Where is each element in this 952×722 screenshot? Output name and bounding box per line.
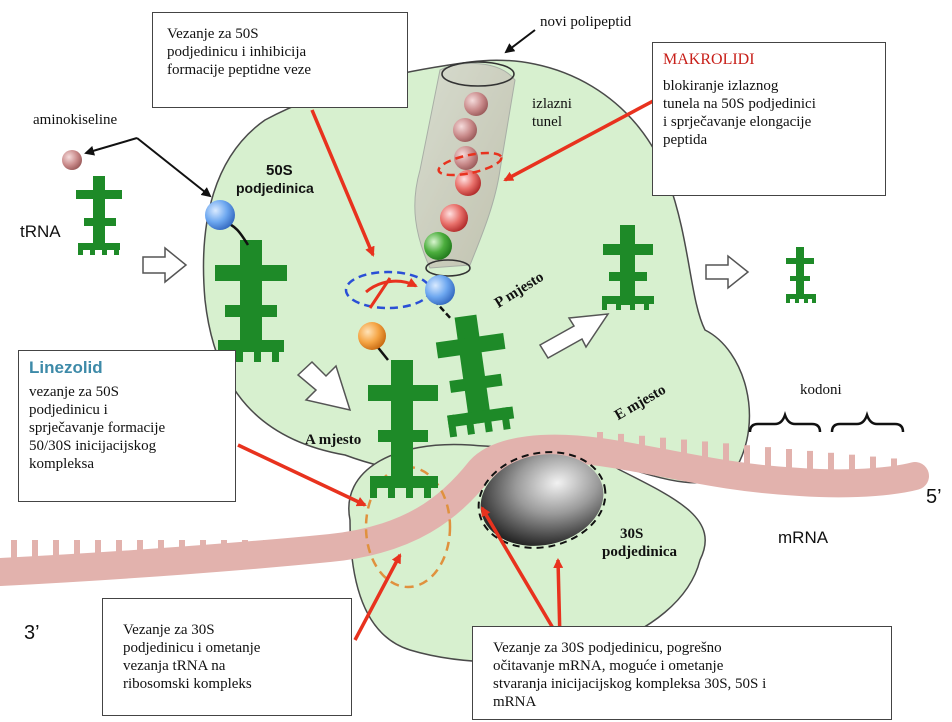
mrna-codon-tooth [702,441,708,461]
amino-acid-free [62,150,82,170]
label-izlazni: izlazni [532,96,572,113]
callout-line: podjedinicu i inhibicija [167,43,393,61]
callout-line: Vezanje za 30S podjedinicu, pogrešno [493,639,871,657]
callout-makrolidi: MAKROLIDI blokiranje izlaznog tunela na … [652,42,886,196]
mrna-codon-tooth [807,451,813,471]
label-50s: 50S [266,162,293,179]
label-kodoni: kodoni [800,382,842,399]
mrna-codon-tooth [765,447,771,467]
callout-line: blokiranje izlaznog [663,77,875,95]
trna-free-left [76,176,122,255]
mrna-codon-tooth [263,540,269,560]
codon-brackets [750,415,903,432]
label-30s: 30S [620,526,643,543]
callout-line: mRNA [493,693,871,711]
mrna-codon-tooth [137,540,143,560]
label-30s-podjedinica: podjedinica [602,544,677,561]
callout-line: podjedinicu i ometanje [123,639,331,657]
mrna-codon-tooth [828,453,834,473]
mrna-codon-tooth [74,540,80,560]
callout-50s-peptide-bond: Vezanje za 50S podjedinicu i inhibicija … [152,12,408,108]
mrna-codon-tooth [849,455,855,475]
mrna-codon-tooth [660,438,666,458]
mrna-codon-tooth [32,540,38,560]
callout-linezolid: Linezolid vezanje za 50S podjedinicu i s… [18,350,236,502]
label-tunel: tunel [532,114,562,131]
label-50s-podjedinica: podjedinica [236,180,314,196]
callout-line: vezanja tRNA na [123,657,331,675]
label-3-prime: 3’ [24,622,40,645]
mrna-codon-tooth [11,540,17,560]
callout-line: Vezanje za 30S [123,621,331,639]
callout-line: 50/30S inicijacijskog [29,437,225,455]
callout-line: vezanje za 50S [29,383,225,401]
mrna-codon-tooth [618,434,624,454]
mrna-codon-tooth [221,540,227,560]
mrna-codon-tooth [95,540,101,560]
mrna-codon-tooth [681,440,687,460]
mrna-codon-tooth [597,432,603,452]
callout-line: peptida [663,131,875,149]
callout-line: kompleksa [29,455,225,473]
mrna-codon-tooth [284,540,290,560]
mrna-codon-tooth [639,436,645,456]
mrna-codon-tooth [891,458,897,478]
mrna-codon-tooth [326,536,332,556]
mrna-codon-tooth [723,443,729,463]
callout-line: i sprječavanje elongacije [663,113,875,131]
callout-line: očitavanje mRNA, moguće i ometanje [493,657,871,675]
makrolidi-title: MAKROLIDI [663,51,875,69]
label-novi-polipeptid: novi polipeptid [540,14,631,31]
mrna-codon-tooth [870,457,876,477]
mrna-codon-tooth [305,539,311,559]
callout-line: ribosomski kompleks [123,675,331,693]
mrna-codon-tooth [347,533,353,553]
callout-30s-trna-binding: Vezanje za 30S podjedinicu i ometanje ve… [102,598,352,716]
callout-line: Vezanje za 50S [167,25,393,43]
label-a-mjesto: A mjesto [305,432,361,449]
label-trna: tRNA [20,222,61,242]
mrna-codon-tooth [179,540,185,560]
mrna-codon-tooth [116,540,122,560]
label-mrna: mRNA [778,528,828,548]
label-5-prime: 5’ [926,486,942,509]
callout-line: formacije peptidne veze [167,61,393,79]
label-aminokiseline: aminokiseline [33,112,117,129]
linezolid-title: Linezolid [29,359,225,377]
amino-acid-orange-a-site [358,322,386,350]
callout-line: stvaranja inicijacijskog kompleksa 30S, … [493,675,871,693]
mrna-codon-tooth [744,445,750,465]
mrna-codon-tooth [786,449,792,469]
callout-line: podjedinicu i [29,401,225,419]
mrna-codon-tooth [158,540,164,560]
amino-acid-blue-entering [205,200,235,230]
mrna-codon-tooth [53,540,59,560]
callout-line: sprječavanje formacije [29,419,225,437]
callout-30s-misreading: Vezanje za 30S podjedinicu, pogrešno oči… [472,626,892,720]
mrna-codon-tooth [242,540,248,560]
mrna-codon-tooth [200,540,206,560]
trna-leaving [786,247,816,303]
callout-line: tunela na 50S podjedinici [663,95,875,113]
amino-acid-blue-p-site [425,275,455,305]
